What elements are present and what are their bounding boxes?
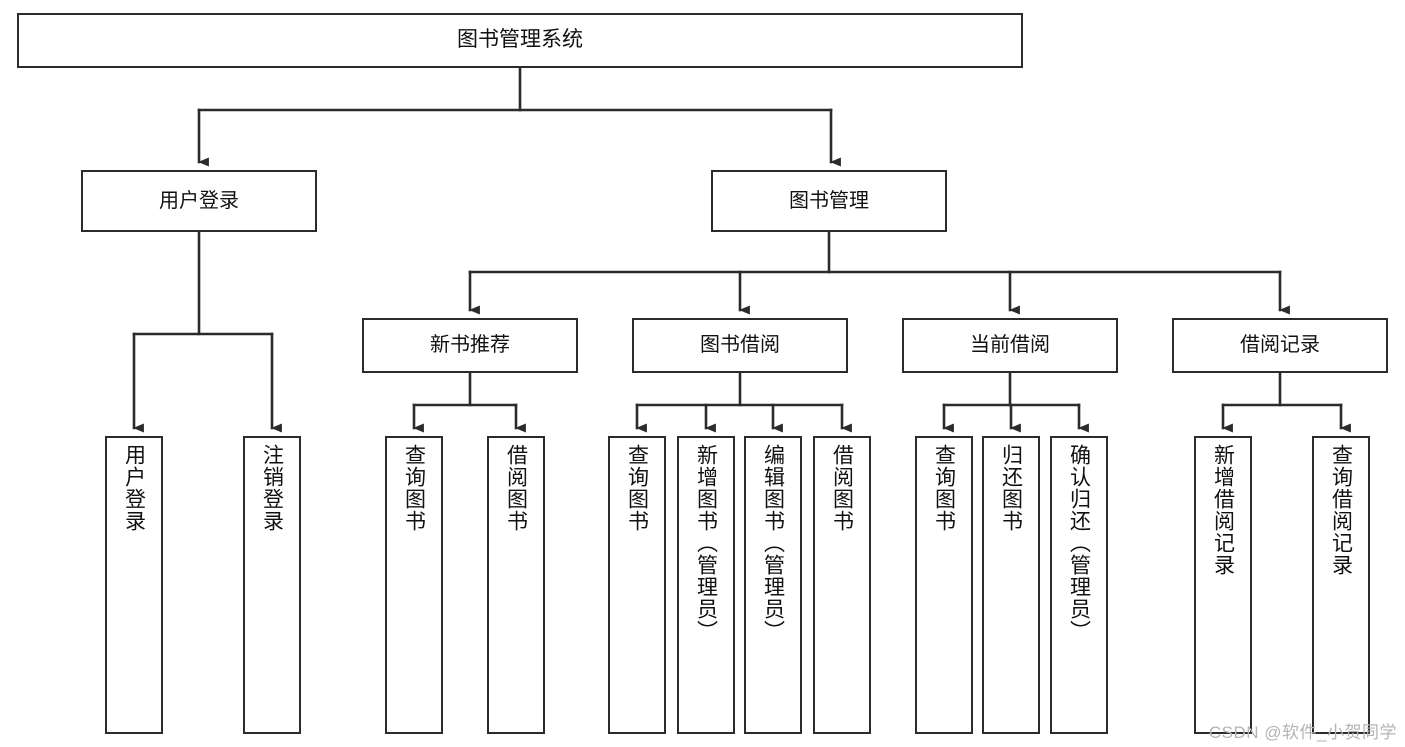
node-new-book-recommend-label: 新书推荐: [430, 334, 510, 356]
node-leaf-add-book-label: 新增图书（管理员）: [694, 444, 718, 642]
node-leaf-return-book-label: 归还图书: [999, 444, 1023, 532]
node-root[interactable]: 图书管理系统: [17, 13, 1023, 68]
node-leaf-query-record-label: 查询借阅记录: [1329, 444, 1353, 576]
node-leaf-query-book-borrow-label: 查询图书: [625, 444, 649, 532]
node-current-borrow-label: 当前借阅: [970, 334, 1050, 356]
node-leaf-confirm-return-label: 确认归还（管理员）: [1067, 444, 1091, 642]
node-leaf-add-record[interactable]: 新增借阅记录: [1194, 436, 1252, 734]
node-leaf-borrow-book[interactable]: 借阅图书: [813, 436, 871, 734]
node-current-borrow[interactable]: 当前借阅: [902, 318, 1118, 373]
node-leaf-query-book-borrow[interactable]: 查询图书: [608, 436, 666, 734]
node-leaf-query-book-current-label: 查询图书: [932, 444, 956, 532]
node-leaf-add-book[interactable]: 新增图书（管理员）: [677, 436, 735, 734]
node-new-book-recommend[interactable]: 新书推荐: [362, 318, 578, 373]
node-leaf-borrow-book-new[interactable]: 借阅图书: [487, 436, 545, 734]
node-leaf-query-record[interactable]: 查询借阅记录: [1312, 436, 1370, 734]
node-borrow-record-label: 借阅记录: [1240, 334, 1320, 356]
node-borrow-record[interactable]: 借阅记录: [1172, 318, 1388, 373]
node-leaf-borrow-book-new-label: 借阅图书: [504, 444, 528, 532]
node-leaf-return-book[interactable]: 归还图书: [982, 436, 1040, 734]
node-book-manage-label: 图书管理: [789, 189, 869, 212]
node-leaf-user-login[interactable]: 用户登录: [105, 436, 163, 734]
node-leaf-borrow-book-label: 借阅图书: [830, 444, 854, 532]
node-leaf-edit-book[interactable]: 编辑图书（管理员）: [744, 436, 802, 734]
node-leaf-query-book-new[interactable]: 查询图书: [385, 436, 443, 734]
node-leaf-logout[interactable]: 注销登录: [243, 436, 301, 734]
watermark: CSDN @软件_小贺同学: [1208, 723, 1397, 742]
node-leaf-query-book-new-label: 查询图书: [402, 444, 426, 532]
node-book-borrow[interactable]: 图书借阅: [632, 318, 848, 373]
node-book-manage[interactable]: 图书管理: [711, 170, 947, 232]
node-leaf-edit-book-label: 编辑图书（管理员）: [761, 444, 785, 642]
node-leaf-confirm-return[interactable]: 确认归还（管理员）: [1050, 436, 1108, 734]
node-leaf-add-record-label: 新增借阅记录: [1211, 444, 1235, 576]
node-root-label: 图书管理系统: [457, 28, 583, 52]
node-leaf-query-book-current[interactable]: 查询图书: [915, 436, 973, 734]
node-user-login-label: 用户登录: [159, 189, 239, 212]
node-leaf-logout-label: 注销登录: [260, 444, 284, 532]
node-user-login[interactable]: 用户登录: [81, 170, 317, 232]
node-leaf-user-login-label: 用户登录: [122, 444, 146, 532]
node-book-borrow-label: 图书借阅: [700, 334, 780, 356]
